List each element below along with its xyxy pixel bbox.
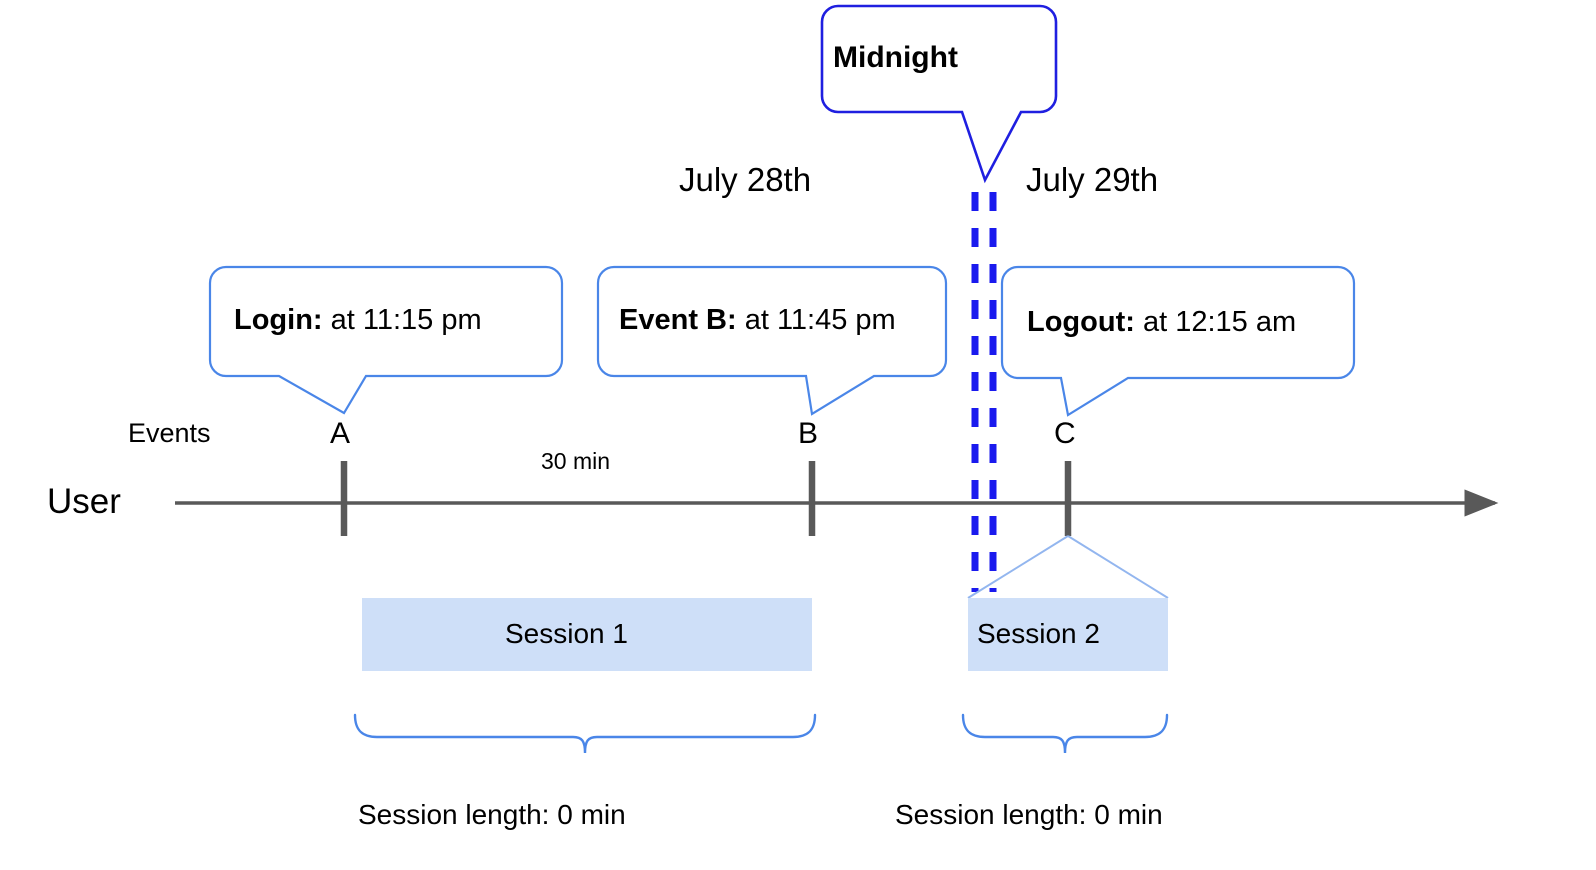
logout-callout-shape bbox=[1000, 265, 1356, 417]
user-row-label: User bbox=[47, 482, 121, 521]
login-callout-shape bbox=[208, 265, 564, 415]
midnight-callout-shape bbox=[820, 4, 1058, 184]
session1-label: Session 1 bbox=[505, 618, 628, 649]
date-label-right: July 29th bbox=[1026, 161, 1159, 198]
marker-label-a: A bbox=[330, 417, 351, 450]
session2-connector-right bbox=[1067, 535, 1169, 599]
logout-callout-bold: Logout: bbox=[1027, 306, 1135, 338]
session2-label: Session 2 bbox=[977, 618, 1100, 649]
event-b-callout-bold: Event B: bbox=[619, 304, 737, 336]
session2-block bbox=[968, 598, 1168, 671]
logout-callout-label: Logout: at 12:15 am bbox=[1027, 308, 1296, 337]
event-b-callout-rest: at 11:45 pm bbox=[736, 304, 896, 336]
events-row-label: Events bbox=[128, 418, 211, 448]
date-label-left: July 28th bbox=[679, 161, 812, 198]
event-b-callout-label: Event B: at 11:45 pm bbox=[619, 306, 896, 335]
session1-length-label: Session length: 0 min bbox=[358, 799, 626, 830]
session2-brace bbox=[961, 713, 1169, 754]
duration-label-a-to-b: 30 min bbox=[541, 448, 611, 474]
login-callout-rest: at 11:15 pm bbox=[322, 304, 482, 336]
marker-label-b: B bbox=[798, 417, 819, 450]
session2-length-label: Session length: 0 min bbox=[895, 799, 1163, 830]
session1-brace bbox=[353, 713, 817, 754]
event-b-callout-shape bbox=[596, 265, 948, 416]
logout-callout-rest: at 12:15 am bbox=[1134, 306, 1297, 338]
login-callout-label: Login: at 11:15 pm bbox=[234, 306, 482, 335]
marker-label-c: C bbox=[1054, 417, 1076, 450]
session2-connector-left bbox=[967, 535, 1069, 599]
midnight-callout-label: Midnight bbox=[833, 41, 958, 74]
session1-block bbox=[362, 598, 812, 671]
login-callout-bold: Login: bbox=[234, 304, 323, 336]
